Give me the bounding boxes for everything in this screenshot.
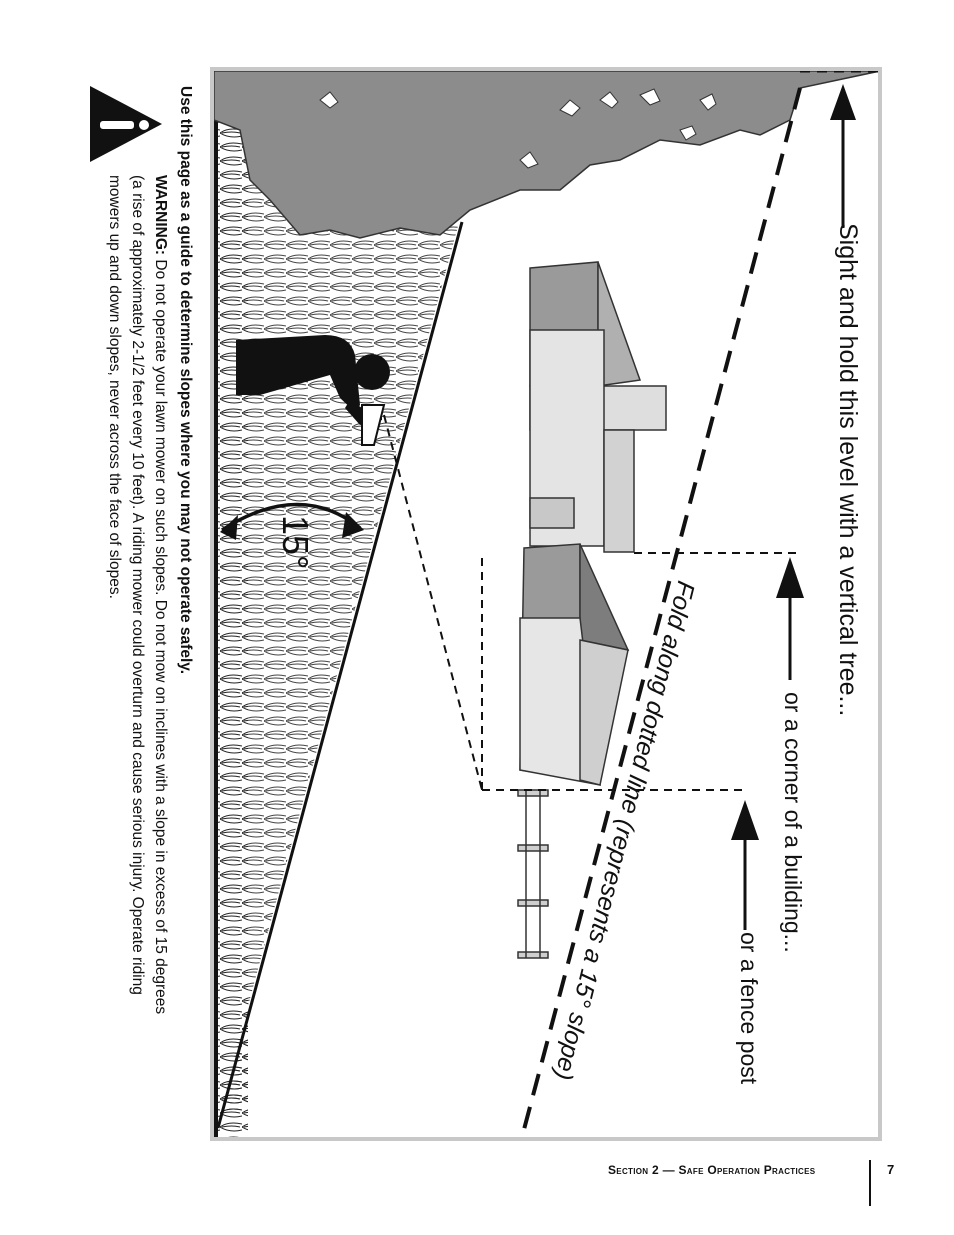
footer-divider	[869, 1160, 871, 1206]
hill-grass	[220, 71, 458, 1110]
warning-triangle-icon	[90, 86, 162, 162]
slope-line	[216, 221, 464, 1129]
page-number: 7	[887, 1162, 895, 1177]
house-illustration	[519, 261, 667, 786]
footer-section-title: Section 2 — Safe Operation Practices	[608, 1163, 816, 1177]
ground-grass	[214, 71, 248, 1137]
arrow-icon	[776, 557, 804, 680]
tree-silhouette	[214, 71, 878, 239]
arrow-icon	[731, 800, 759, 930]
arrow-icon	[830, 84, 856, 228]
angle-label: 15°	[275, 515, 316, 570]
sight-label: Sight and hold this level with a vertica…	[834, 223, 862, 717]
building-label: or a corner of a building...	[780, 692, 806, 953]
fold-line	[520, 87, 802, 1137]
fence-label: or a fence post	[736, 932, 762, 1085]
fence-illustration	[517, 789, 549, 959]
